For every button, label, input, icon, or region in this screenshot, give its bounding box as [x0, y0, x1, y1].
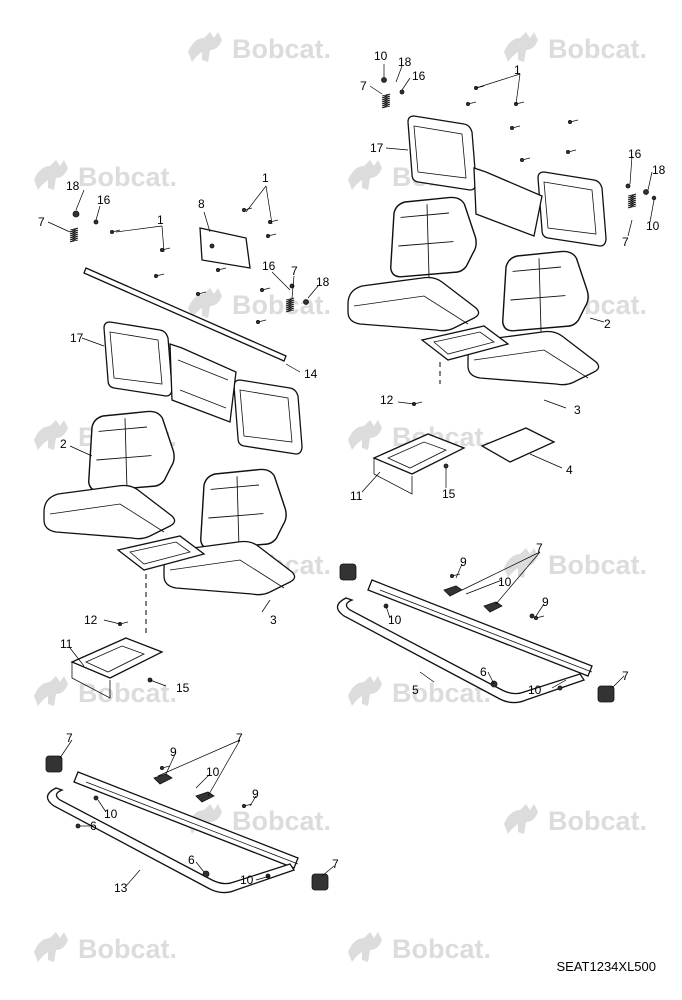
watermark: Bobcat.	[78, 934, 177, 964]
callout-18: 18	[652, 163, 666, 177]
left-seat-frame	[45, 755, 329, 894]
callout-7: 7	[622, 669, 629, 683]
seat-cushion-left	[43, 484, 176, 540]
callout-1: 1	[514, 63, 521, 77]
right-seat-assembly	[347, 77, 657, 495]
backrest-right	[501, 250, 589, 339]
center-bracket	[473, 167, 543, 237]
callout-1: 1	[262, 171, 269, 185]
support-bar	[83, 267, 287, 362]
callout-10: 10	[528, 683, 542, 697]
spring	[381, 93, 391, 109]
callout-11: 11	[350, 489, 363, 503]
callout-10: 10	[498, 575, 512, 589]
callout-6: 6	[480, 665, 487, 679]
center-bracket	[169, 343, 237, 423]
callout-14: 14	[304, 367, 318, 381]
storage-tray	[70, 637, 164, 679]
watermark: Bobcat.	[78, 678, 177, 708]
seat-back-panel	[103, 321, 173, 397]
watermark: Bobcat.	[232, 34, 331, 64]
callout-3: 3	[574, 403, 581, 417]
watermark: Bobcat.	[392, 934, 491, 964]
seat-back-panel	[233, 379, 303, 455]
callout-13: 13	[114, 881, 128, 895]
callout-5: 5	[412, 683, 419, 697]
callout-7: 7	[332, 857, 339, 871]
callout-10: 10	[374, 49, 388, 63]
callout-9: 9	[542, 595, 549, 609]
callout-15: 15	[176, 681, 190, 695]
callout-10: 10	[104, 807, 118, 821]
watermark: Bobcat.	[548, 550, 647, 580]
callout-16: 16	[628, 147, 642, 161]
callout-7: 7	[622, 235, 629, 249]
callout-10: 10	[240, 873, 254, 887]
callout-15: 15	[442, 487, 456, 501]
callout-8: 8	[198, 197, 205, 211]
callout-10: 10	[206, 765, 220, 779]
callout-12: 12	[84, 613, 98, 627]
callout-7: 7	[360, 79, 367, 93]
watermark: Bobcat.	[232, 806, 331, 836]
callout-1: 1	[157, 213, 164, 227]
callout-10: 10	[646, 219, 660, 233]
callout-10: 10	[388, 613, 402, 627]
callout-6: 6	[188, 853, 195, 867]
callout-6: 6	[90, 819, 97, 833]
end-cap	[339, 563, 357, 581]
callout-7: 7	[66, 731, 73, 745]
storage-tray	[372, 433, 466, 475]
callout-9: 9	[170, 745, 177, 759]
callout-4: 4	[566, 463, 573, 477]
callout-17: 17	[70, 331, 84, 345]
watermark: Bobcat.	[548, 806, 647, 836]
end-cap	[311, 873, 329, 891]
callout-16: 16	[262, 259, 276, 273]
callout-3: 3	[270, 613, 277, 627]
callout-11: 11	[60, 637, 73, 651]
backrest-left	[389, 196, 477, 285]
callout-2: 2	[60, 437, 67, 451]
callout-12: 12	[380, 393, 394, 407]
seat-cushion-left	[347, 276, 480, 332]
callout-18: 18	[398, 55, 412, 69]
seat-back-panel	[537, 171, 607, 247]
seat-mat	[480, 427, 556, 463]
seat-back-panel	[407, 115, 477, 191]
spring	[285, 297, 295, 313]
backrest-left	[87, 410, 175, 499]
callout-9: 9	[252, 787, 259, 801]
end-cap	[45, 755, 63, 773]
callout-16: 16	[412, 69, 426, 83]
diagram-reference-code: SEAT1234XL500	[556, 959, 657, 974]
callout-18: 18	[66, 179, 80, 193]
watermark: Bobcat.	[548, 34, 647, 64]
watermark: Bobcat.	[232, 290, 331, 320]
callout-17: 17	[370, 141, 384, 155]
callout-7: 7	[38, 215, 45, 229]
watermark: Bobcat.	[78, 162, 177, 192]
callout-18: 18	[316, 275, 330, 289]
callout-7: 7	[536, 541, 543, 555]
callout-7: 7	[236, 731, 243, 745]
right-seat-frame	[336, 563, 615, 704]
center-tray	[420, 325, 510, 361]
callout-16: 16	[97, 193, 111, 207]
callout-9: 9	[460, 555, 467, 569]
callout-7: 7	[291, 264, 298, 278]
spring	[69, 227, 79, 243]
cover-plate	[199, 227, 251, 269]
end-cap	[597, 685, 615, 703]
callout-labels: 1 1 8 18 16 7 16 7 18 14 17 2 3 12 11 15…	[38, 49, 666, 895]
callout-2: 2	[604, 317, 611, 331]
spring	[627, 193, 637, 209]
center-tray	[116, 535, 206, 571]
leader-lines	[47, 64, 655, 887]
left-seat-assembly	[43, 207, 309, 699]
